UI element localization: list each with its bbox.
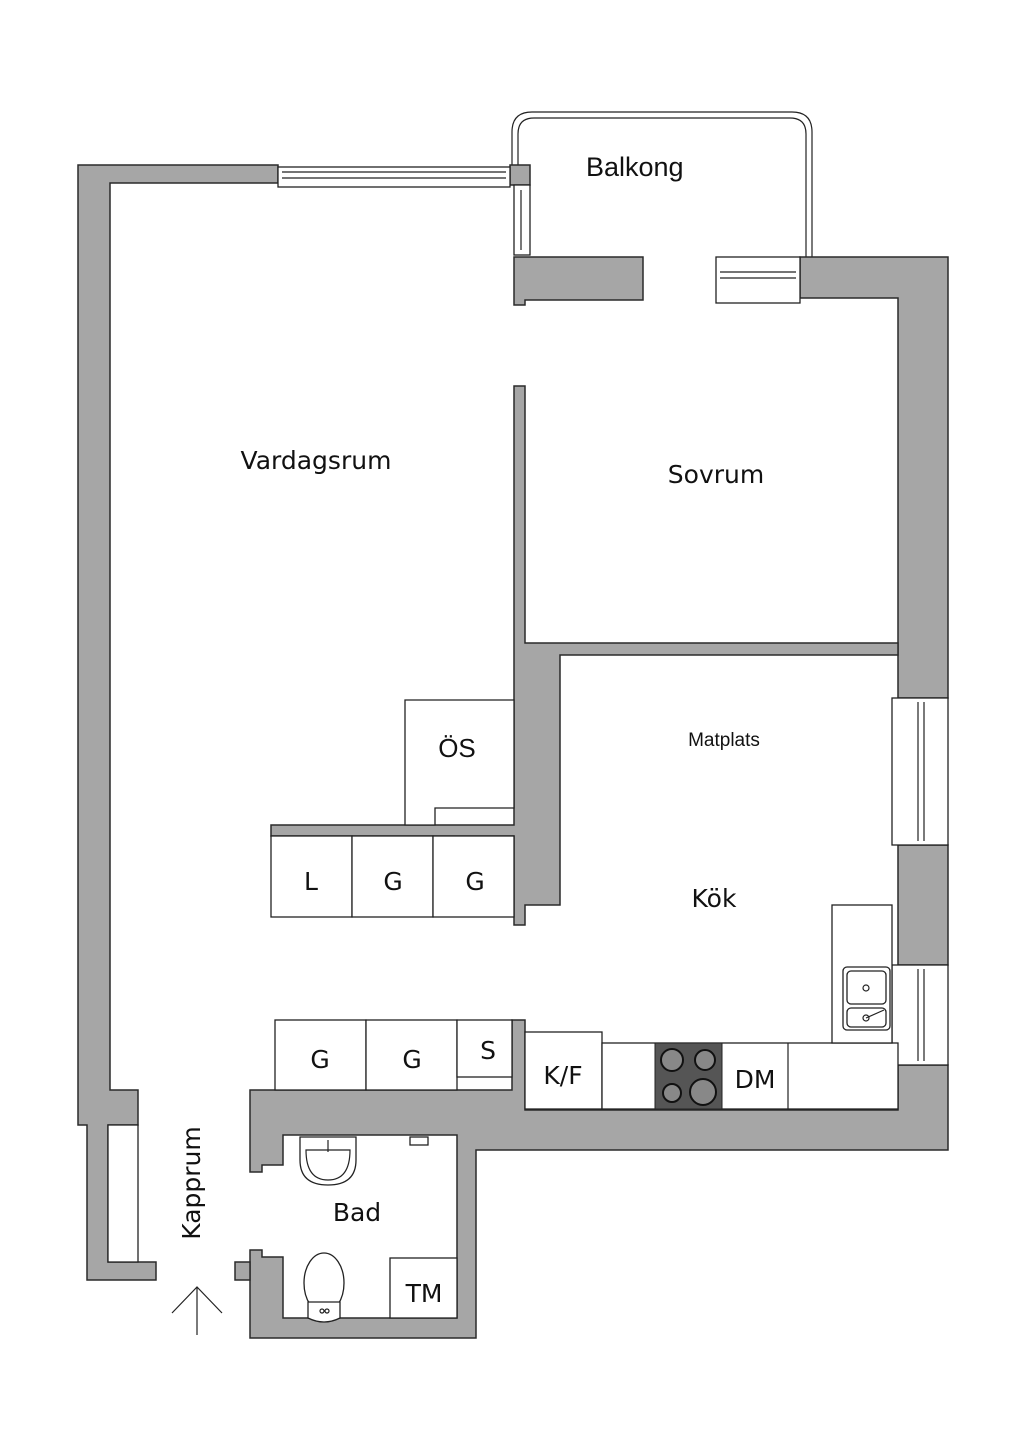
washbasin-icon	[299, 1136, 357, 1186]
windows	[107, 166, 949, 1263]
fixture-label-dm: DM	[735, 1065, 776, 1094]
room-label-os: ÖS	[438, 733, 476, 763]
fixture-label-g: G	[465, 867, 484, 896]
fixture-label-g: G	[402, 1045, 421, 1074]
toilet-icon	[303, 1252, 345, 1323]
room-label-matplats: Matplats	[688, 730, 760, 751]
stove-icon	[654, 1042, 723, 1110]
room-label-kok: Kök	[692, 884, 737, 913]
room-label-sovrum: Sovrum	[668, 460, 764, 489]
cabinets-lgg	[270, 835, 515, 918]
entrance-arrow-icon	[171, 1286, 223, 1335]
washer-tm	[389, 1257, 458, 1319]
closet-os	[404, 699, 515, 826]
walls	[77, 164, 949, 1339]
fixture-label-g: G	[310, 1045, 329, 1074]
sink-icon	[842, 966, 891, 1031]
room-label-bad: Bad	[333, 1198, 381, 1227]
cabinets-ggs	[274, 1019, 513, 1091]
room-label-balkong: Balkong	[586, 152, 684, 182]
room-label-kapprum: Kapprum	[177, 1126, 206, 1240]
room-label-vardagsrum: Vardagsrum	[241, 446, 392, 475]
fixture-label-s: S	[480, 1036, 496, 1065]
fixture-label-g: G	[383, 867, 402, 896]
faucet-icon	[409, 1136, 429, 1146]
balcony-railing	[511, 111, 813, 257]
fixture-label-tm: TM	[405, 1279, 443, 1308]
fixture-label-kf: K/F	[543, 1061, 582, 1090]
fixture-label-l: L	[304, 867, 318, 896]
